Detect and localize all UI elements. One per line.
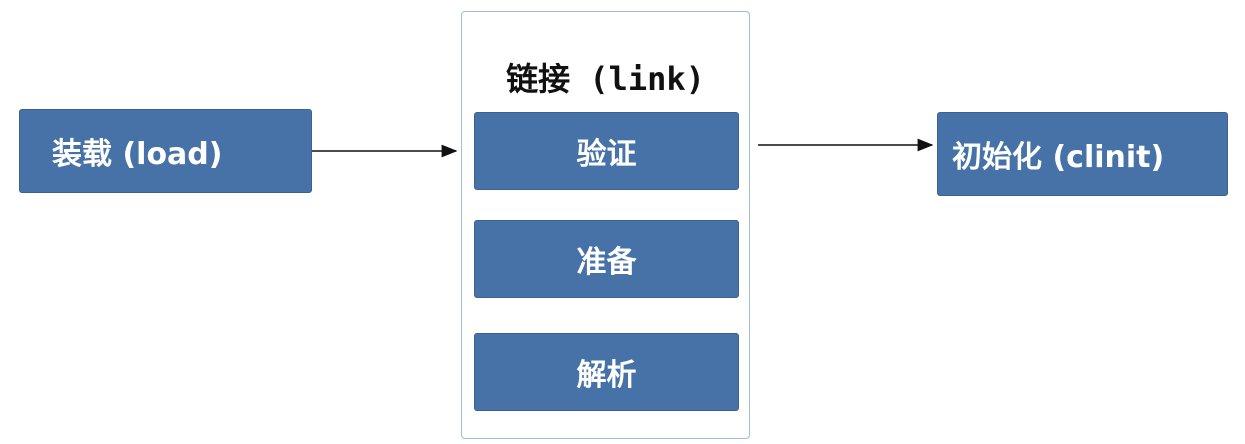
- step-prepare-label: 准备: [576, 245, 637, 280]
- step-prepare-box: 准备: [474, 220, 739, 298]
- load-label: 装载 (load): [52, 137, 223, 172]
- step-resolve-label: 解析: [576, 358, 637, 393]
- step-verify-label: 验证: [576, 137, 637, 172]
- link-title: 链接 (link): [506, 60, 705, 98]
- step-verify-box: 验证: [474, 112, 739, 190]
- load-box: 装载 (load): [19, 109, 312, 193]
- step-resolve-box: 解析: [474, 333, 739, 411]
- init-label: 初始化 (clinit): [952, 140, 1165, 175]
- init-box: 初始化 (clinit): [937, 112, 1228, 196]
